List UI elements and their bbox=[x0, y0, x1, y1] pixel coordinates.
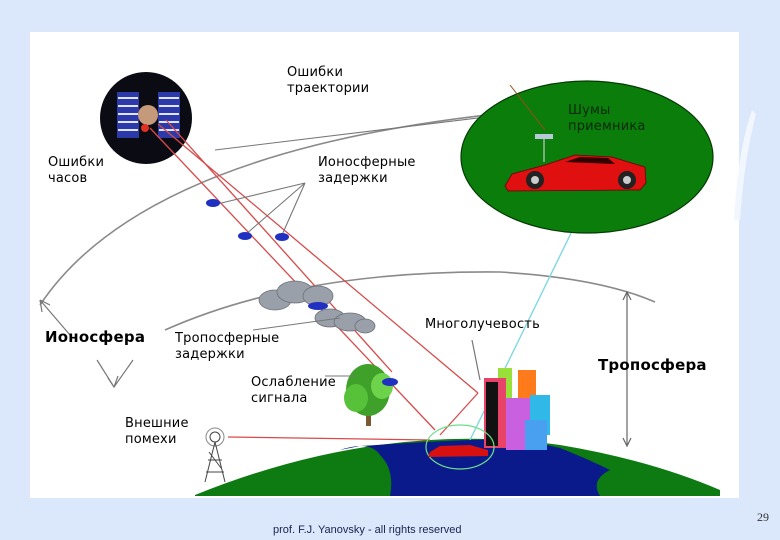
label-multipath: Многолучевость bbox=[425, 317, 540, 332]
label-receiver-noise: Шумы приемника bbox=[568, 103, 646, 134]
label-external-interference: Внешние помехи bbox=[125, 416, 189, 447]
footer-copyright: prof. F.J. Yanovsky - all rights reserve… bbox=[273, 524, 462, 536]
city-buildings bbox=[484, 368, 550, 450]
earth-water bbox=[340, 439, 610, 496]
ionosphere-upper-arc bbox=[39, 107, 561, 306]
receiver-highlight-ring bbox=[425, 424, 495, 470]
radio-tower-icon bbox=[204, 427, 226, 483]
satellite-panels bbox=[117, 92, 180, 138]
car-icon bbox=[504, 154, 647, 192]
tree-icon bbox=[344, 364, 398, 426]
ionosphere-arrow-left bbox=[39, 299, 71, 336]
label-ionosphere: Ионосфера bbox=[45, 328, 146, 346]
troposphere-arc bbox=[164, 271, 656, 331]
label-clock-errors: Ошибки часов bbox=[48, 155, 105, 186]
label-signal-attenuation: Ослабление сигнала bbox=[251, 375, 336, 406]
label-tropospheric-delays: Тропосферные задержки bbox=[175, 331, 280, 362]
page-number: 29 bbox=[757, 510, 769, 524]
ionosphere-arrow-down bbox=[96, 359, 134, 389]
cloud-icon bbox=[258, 280, 376, 334]
decorative-swoosh bbox=[734, 110, 756, 220]
ionospheric-delay-marks bbox=[206, 199, 289, 241]
label-troposphere: Тропосфера bbox=[598, 356, 707, 374]
label-trajectory-errors: Ошибки траектории bbox=[287, 65, 370, 96]
small-car-icon bbox=[428, 445, 488, 457]
label-ionospheric-delays: Ионосферные задержки bbox=[318, 155, 416, 186]
